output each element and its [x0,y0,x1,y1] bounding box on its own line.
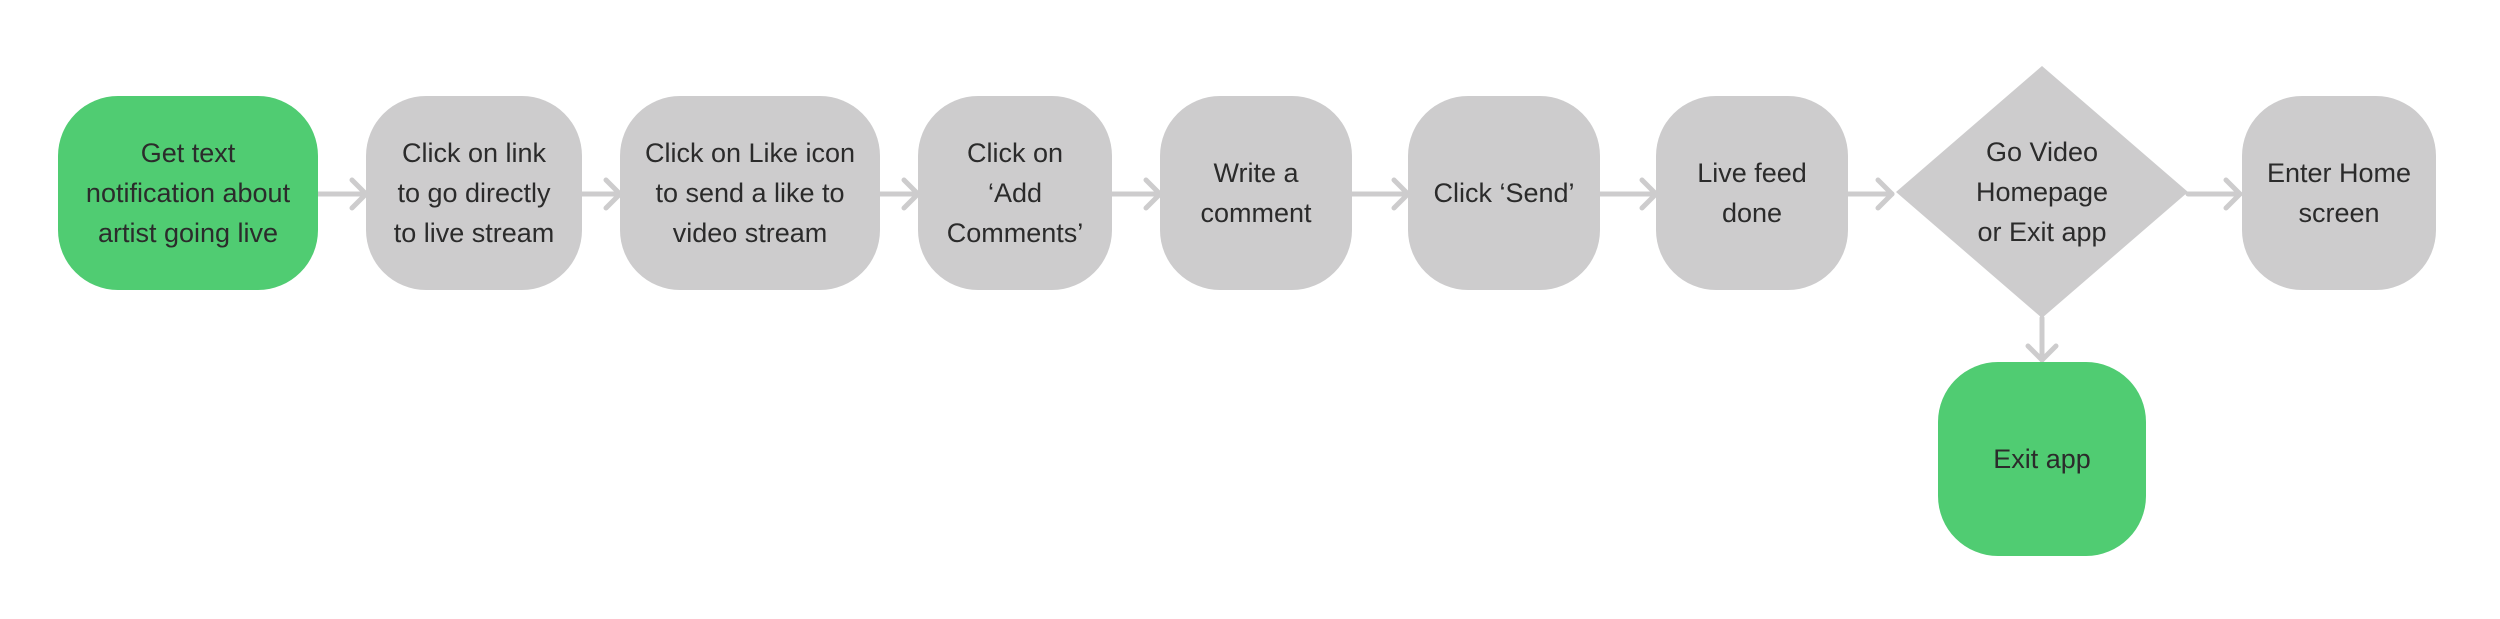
arrow-notification-to-link [315,177,369,211]
step-click-send: Click ‘Send’ [1408,96,1600,290]
arrow-link-to-like [579,177,623,211]
arrow-add-comments-to-write [1109,177,1163,211]
step-get-text-notification: Get text notification about artist going… [58,96,318,290]
step-click-add-comments: Click on ‘Add Comments’ [918,96,1112,290]
arrow-decision-to-home-screen [2185,177,2243,211]
arrow-like-to-add-comments [877,177,921,211]
step-write-comment: Write a comment [1160,96,1352,290]
step-exit-app: Exit app [1938,362,2146,556]
step-live-feed-done: Live feed done [1656,96,1848,290]
step-enter-home-screen: Enter Home screen [2242,96,2436,290]
arrow-write-to-send [1349,177,1411,211]
arrow-live-feed-done-to-decision [1845,177,1895,211]
decision-diamond-shape [1896,66,2188,318]
step-click-link: Click on link to go directly to live str… [366,96,582,290]
arrow-decision-to-exit-app [2025,315,2059,363]
decision-go-homepage-or-exit: Go Video Homepage or Exit app [1896,66,2188,318]
step-click-like-icon: Click on Like icon to send a like to vid… [620,96,880,290]
decision-label: Go Video Homepage or Exit app [1975,137,2109,247]
arrow-send-to-live-feed-done [1597,177,1659,211]
